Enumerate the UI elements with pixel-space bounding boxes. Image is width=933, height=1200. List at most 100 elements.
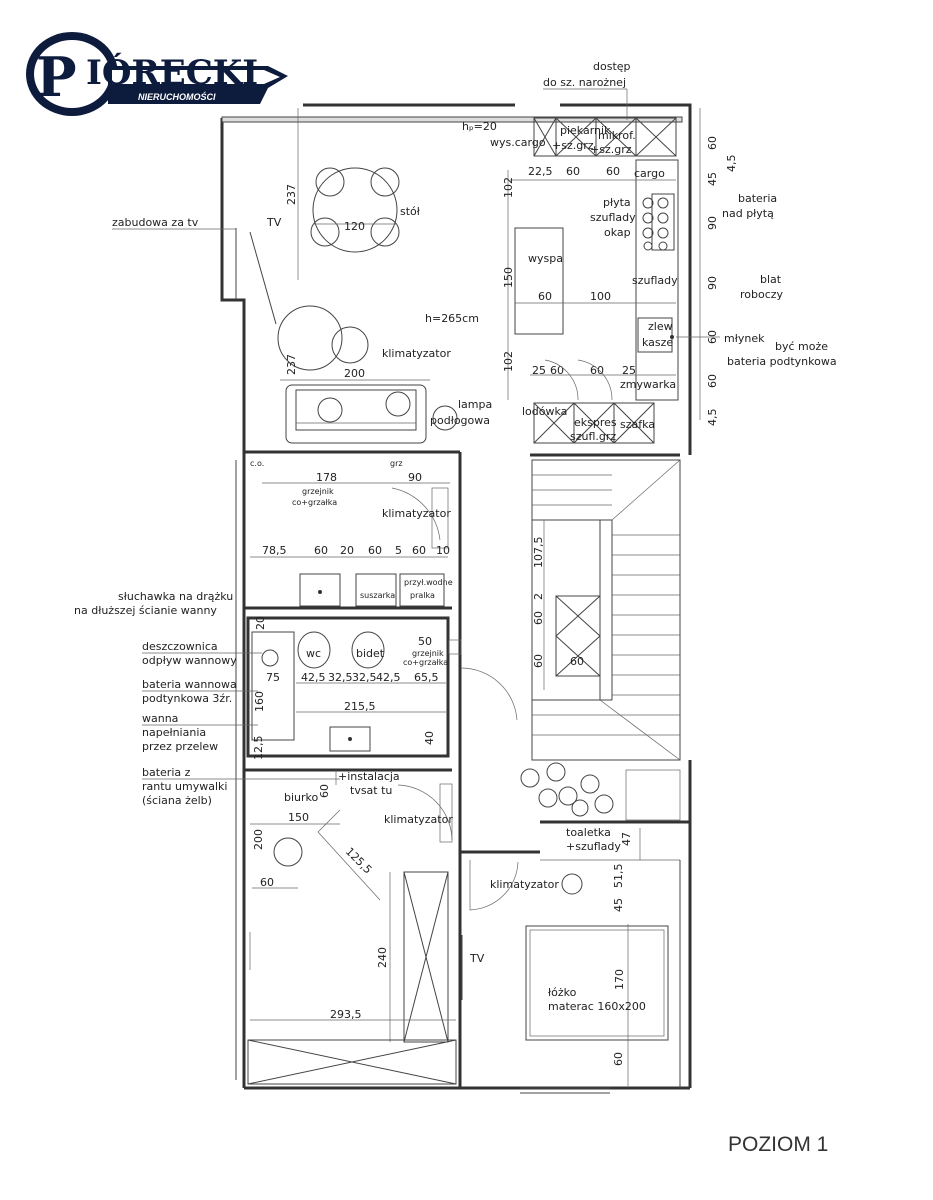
svg-text:60: 60 (532, 654, 545, 668)
svg-text:piekarnik: piekarnik (560, 124, 611, 137)
svg-text:5: 5 (395, 544, 402, 557)
svg-text:napełniania: napełniania (142, 726, 206, 739)
svg-text:być może: być może (775, 340, 828, 353)
outer-walls (220, 103, 692, 1090)
table-label: stół (400, 205, 421, 218)
svg-text:nad płytą: nad płytą (722, 207, 774, 220)
ac-laundry: klimatyzator (382, 507, 451, 520)
sink (637, 317, 674, 353)
office-room: biurko 60 +instalacja tvsat tu klimatyza… (247, 770, 457, 1085)
svg-text:biurko: biurko (284, 791, 319, 804)
svg-text:240: 240 (376, 947, 389, 968)
svg-text:32,5: 32,5 (328, 671, 353, 684)
svg-text:kasze: kasze (642, 336, 673, 349)
svg-text:60: 60 (532, 611, 545, 625)
svg-text:wanna: wanna (142, 712, 178, 725)
company-logo: P IÓRECKI NIERUCHOMOŚCI (26, 32, 288, 116)
logo-wordmark: IÓRECKI (86, 52, 258, 93)
svg-text:40: 40 (423, 731, 436, 745)
svg-text:150: 150 (288, 811, 309, 824)
svg-text:90: 90 (408, 471, 422, 484)
svg-text:2: 2 (532, 593, 545, 600)
svg-text:ekspres: ekspres (574, 416, 617, 429)
svg-text:P: P (36, 45, 77, 109)
svg-text:+szuflady: +szuflady (566, 840, 621, 853)
logo-subtitle: NIERUCHOMOŚCI (138, 91, 216, 102)
svg-text:20: 20 (340, 544, 354, 557)
svg-text:grzejnik: grzejnik (302, 487, 334, 496)
svg-text:45: 45 (706, 172, 719, 186)
svg-text:bidet: bidet (356, 647, 385, 660)
svg-text:60: 60 (706, 374, 719, 388)
svg-text:(ściana żelb): (ściana żelb) (142, 794, 212, 807)
tv-wall-note: zabudowa za tv (112, 216, 199, 229)
svg-text:wyspa: wyspa (528, 252, 563, 265)
svg-text:60: 60 (412, 544, 426, 557)
svg-text:szuflady: szuflady (632, 274, 678, 287)
svg-text:60: 60 (318, 784, 331, 798)
svg-text:45: 45 (612, 898, 625, 912)
dining-table: 120 (310, 167, 400, 253)
svg-text:suszarka: suszarka (360, 591, 395, 600)
sofa (285, 384, 427, 444)
svg-text:dostęp: dostęp (593, 60, 631, 73)
svg-text:200: 200 (252, 829, 265, 850)
svg-text:47: 47 (620, 832, 633, 846)
svg-text:160: 160 (253, 691, 266, 712)
bedroom: toaletka +szuflady 47 klimatyzator 51,5 … (461, 826, 681, 1094)
room-height: h=265cm (425, 312, 479, 325)
svg-text:120: 120 (344, 220, 365, 233)
svg-text:32,5: 32,5 (352, 671, 377, 684)
svg-text:200: 200 (344, 367, 365, 380)
svg-text:60: 60 (566, 165, 580, 178)
svg-text:178: 178 (316, 471, 337, 484)
svg-text:co+grzałka: co+grzałka (403, 658, 448, 667)
svg-text:60: 60 (590, 364, 604, 377)
tv-label: TV (266, 216, 282, 229)
kitchen: dostęp do sz. narożnej wys.cargo piekarn… (490, 60, 837, 444)
svg-text:bateria z: bateria z (142, 766, 191, 779)
svg-text:bateria: bateria (738, 192, 777, 205)
svg-text:20: 20 (254, 616, 267, 630)
svg-text:lodówka: lodówka (522, 405, 567, 418)
svg-text:125,5: 125,5 (343, 845, 374, 876)
svg-text:170: 170 (613, 969, 626, 990)
svg-text:płyta: płyta (603, 196, 631, 209)
hp-note: hₚ=20 (462, 120, 497, 133)
svg-text:zmywarka: zmywarka (620, 378, 676, 391)
svg-text:deszczownica: deszczownica (142, 640, 218, 653)
lamp-label-1: lampa (458, 398, 492, 411)
svg-text:do sz. narożnej: do sz. narożnej (543, 76, 626, 89)
laundry-room: c.o. grz 178 90 grzejnik co+grzałka klim… (250, 459, 453, 607)
svg-text:60: 60 (538, 290, 552, 303)
svg-text:215,5: 215,5 (344, 700, 376, 713)
svg-text:65,5: 65,5 (414, 671, 439, 684)
svg-text:roboczy: roboczy (740, 288, 784, 301)
svg-text:60: 60 (260, 876, 274, 889)
svg-text:75: 75 (266, 671, 280, 684)
svg-text:51,5: 51,5 (612, 864, 625, 889)
svg-text:zlew: zlew (648, 320, 673, 333)
svg-text:42,5: 42,5 (301, 671, 326, 684)
bed (525, 925, 669, 1041)
svg-text:237: 237 (285, 184, 298, 205)
svg-text:60: 60 (570, 655, 584, 668)
svg-text:10: 10 (436, 544, 450, 557)
svg-text:293,5: 293,5 (330, 1008, 362, 1021)
svg-text:90: 90 (706, 216, 719, 230)
living-room: zabudowa za tv TV 237 237 120 stół h=265… (112, 108, 497, 444)
svg-text:102: 102 (502, 177, 515, 198)
ac-living: klimatyzator (382, 347, 451, 360)
svg-text:107,5: 107,5 (532, 537, 545, 569)
svg-text:pralka: pralka (410, 591, 435, 600)
level-label: POZIOM 1 (728, 1133, 829, 1156)
svg-text:szafka: szafka (620, 418, 655, 431)
hob (642, 193, 675, 251)
svg-text:wys.cargo: wys.cargo (490, 136, 546, 149)
svg-text:mikrof.: mikrof. (598, 129, 636, 142)
svg-text:słuchawka na drążku: słuchawka na drążku (118, 590, 233, 603)
svg-text:60: 60 (368, 544, 382, 557)
svg-text:4,5: 4,5 (706, 409, 719, 427)
svg-text:25: 25 (532, 364, 546, 377)
